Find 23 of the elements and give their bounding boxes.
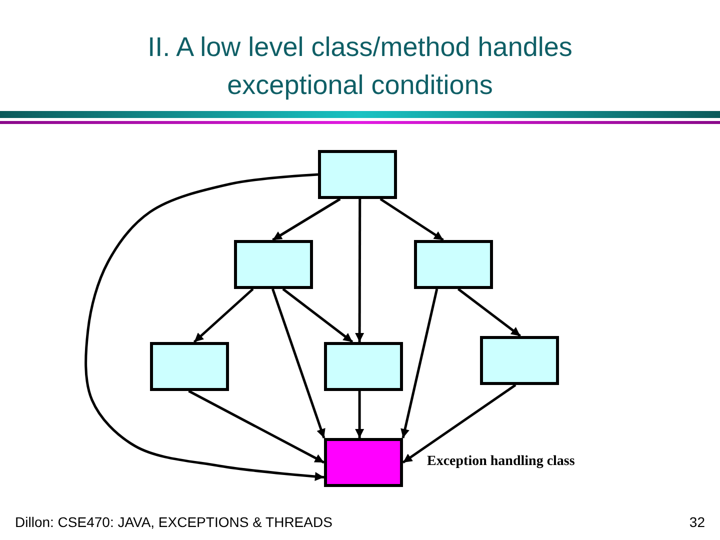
node-caption: Exception handling class (427, 454, 575, 470)
class-box (480, 336, 559, 385)
class-box (324, 342, 403, 391)
arrow (400, 288, 438, 438)
arrow (193, 288, 254, 343)
arrow (282, 288, 354, 343)
arrow (457, 288, 522, 337)
arrow (380, 198, 444, 242)
class-box (318, 150, 397, 199)
arrow (272, 288, 326, 438)
footer-text: Dillon: CSE470: JAVA, EXCEPTIONS & THREADS (15, 514, 332, 530)
class-box (150, 342, 229, 391)
class-box (414, 240, 493, 289)
arrow (272, 198, 341, 242)
arrow (84, 173, 324, 481)
class-box (234, 240, 313, 289)
arrow (402, 384, 516, 464)
arrow (355, 391, 364, 438)
slide-title: II. A low level class/method handles exceptional conditions (146, 31, 574, 102)
arrow (355, 199, 364, 342)
class-box (324, 438, 403, 487)
page-number: 32 (689, 514, 705, 530)
arrow (188, 390, 325, 464)
